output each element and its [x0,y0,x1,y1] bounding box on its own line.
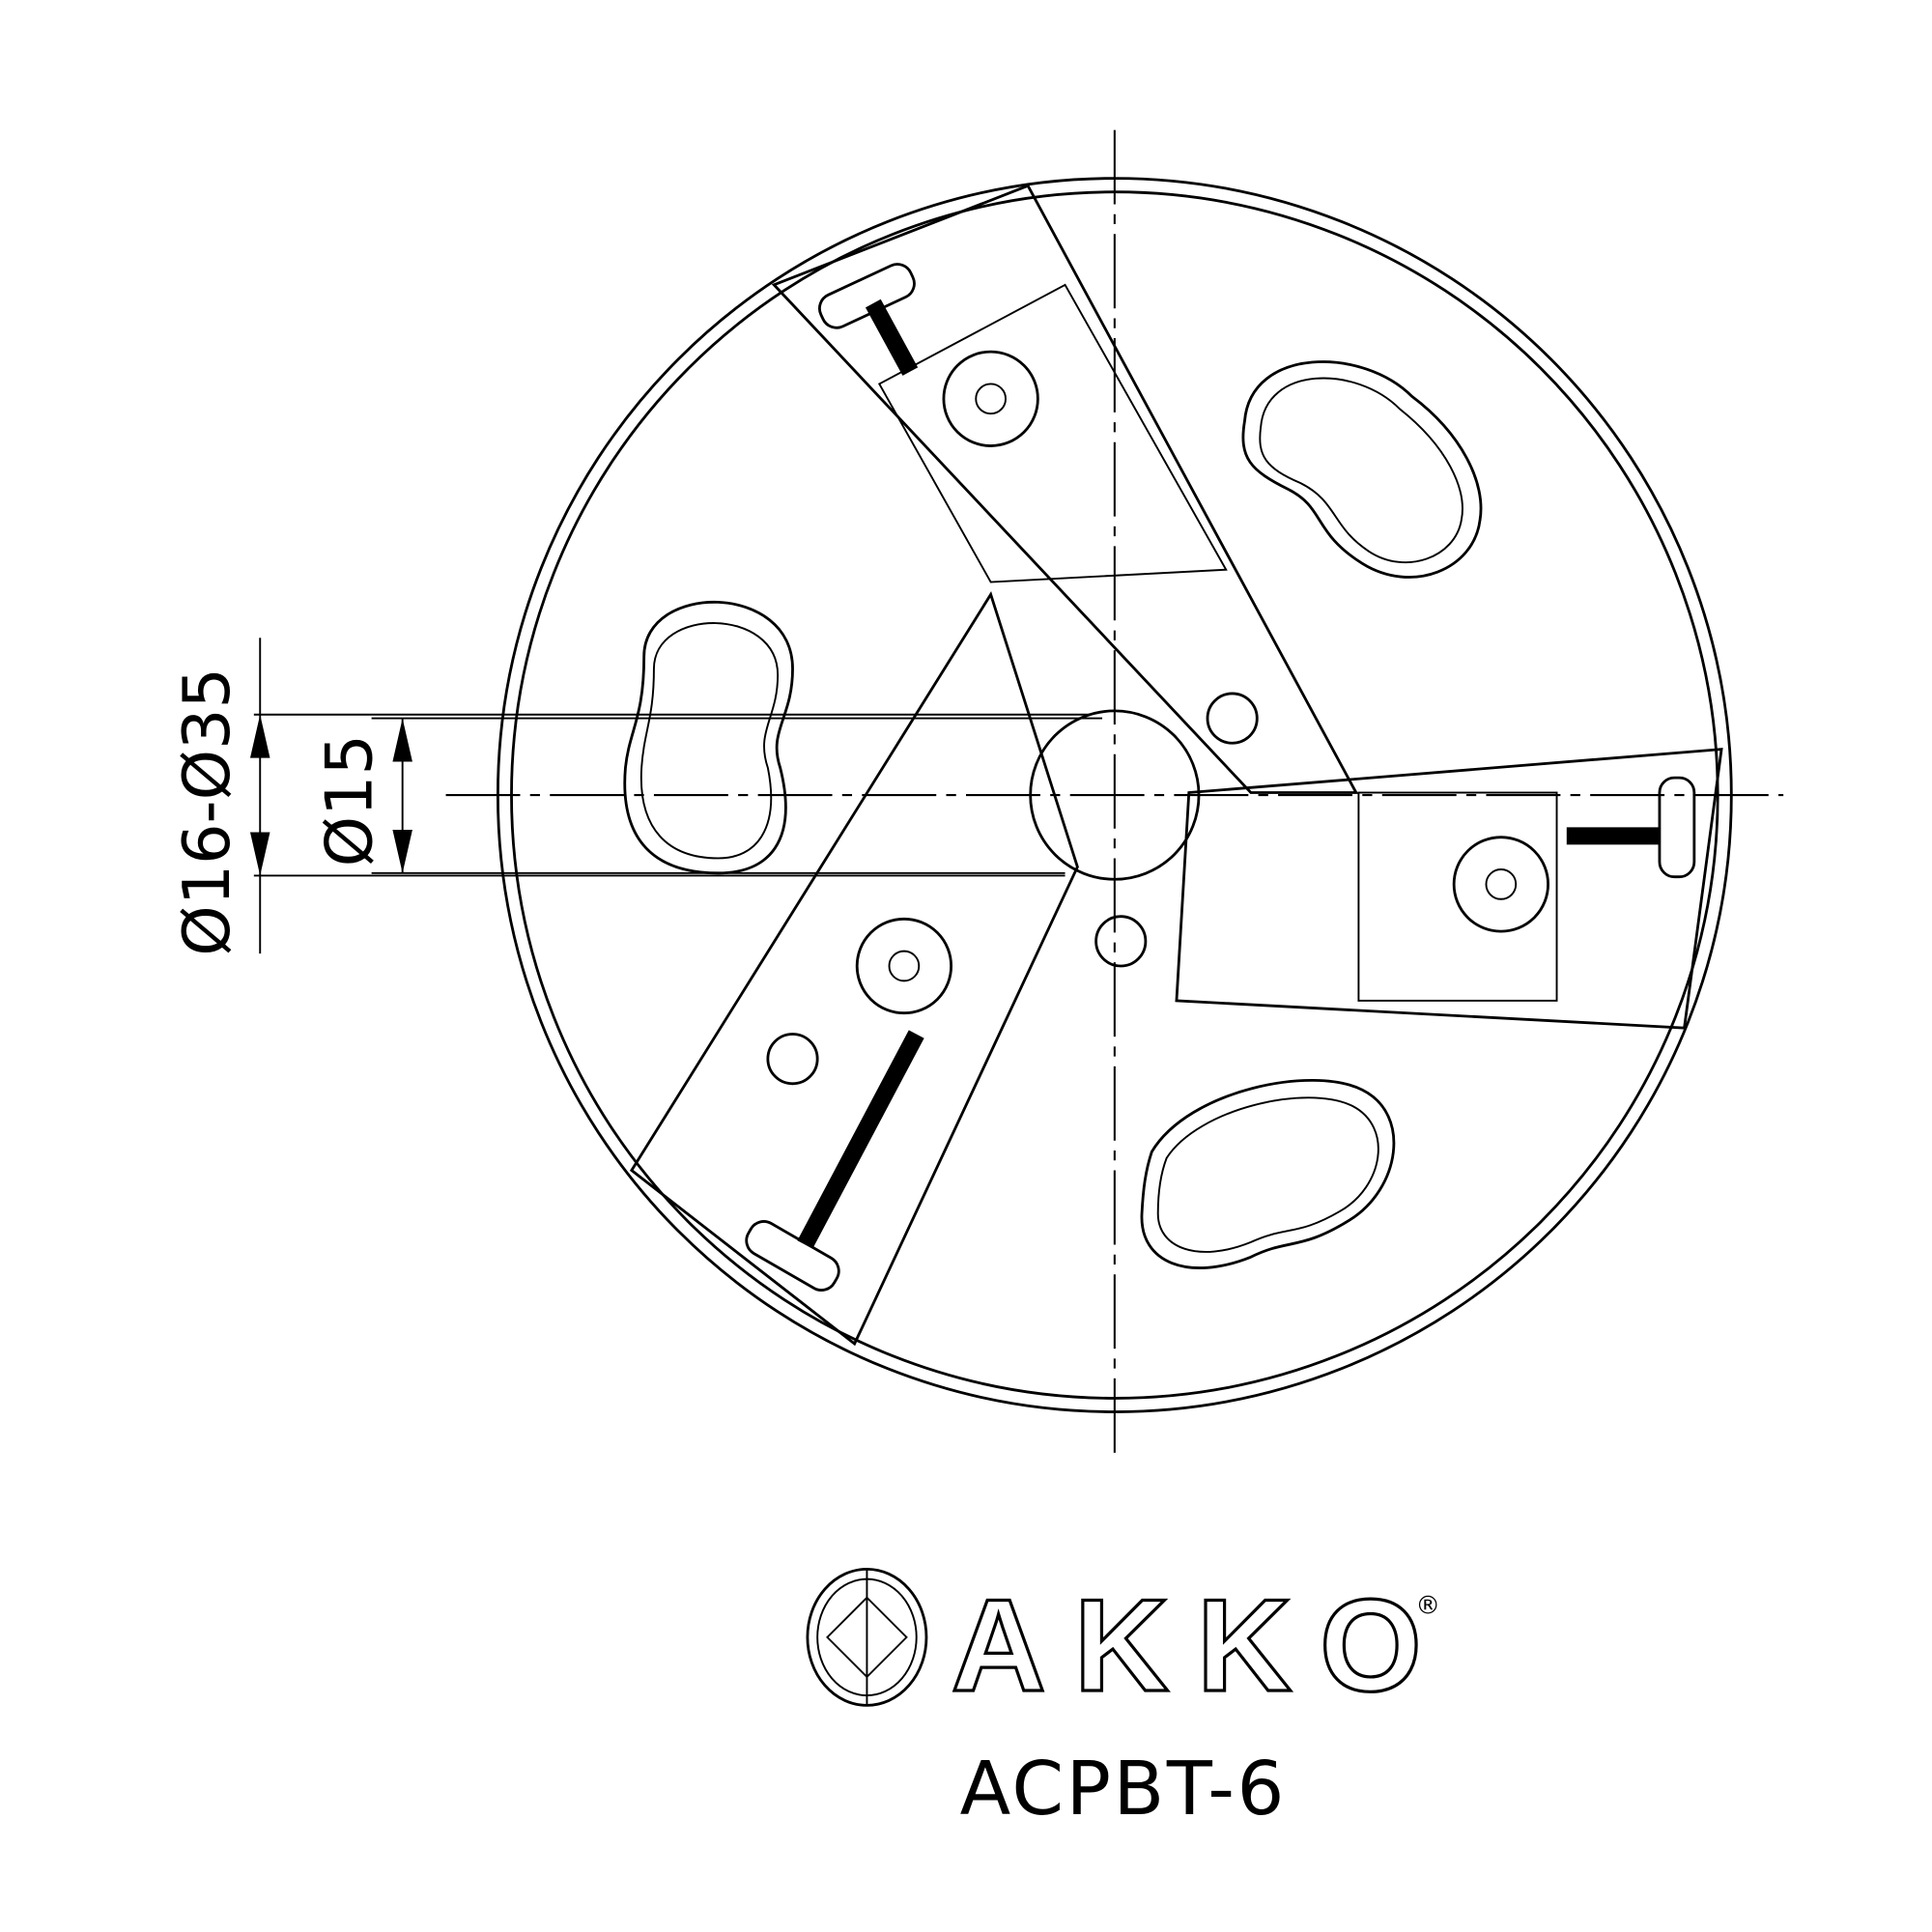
akko-logo-emblem-icon [806,1567,928,1707]
jaw-top [771,184,1359,794]
dimension-lines [249,638,1103,954]
mounting-slots [623,360,1483,1269]
model-number: ACPBT-6 [960,1747,1285,1833]
registered-mark: ® [1415,1592,1440,1621]
jaw-bottom [629,591,1259,1347]
brand-name: AKKO [952,1572,1422,1719]
center-bore [1029,709,1201,881]
centerlines [445,129,1784,1462]
dimension-label-outer: Ø16-Ø35 [169,668,244,956]
jaw-right [1175,748,1723,1030]
dimension-label-inner: Ø15 [312,734,387,867]
